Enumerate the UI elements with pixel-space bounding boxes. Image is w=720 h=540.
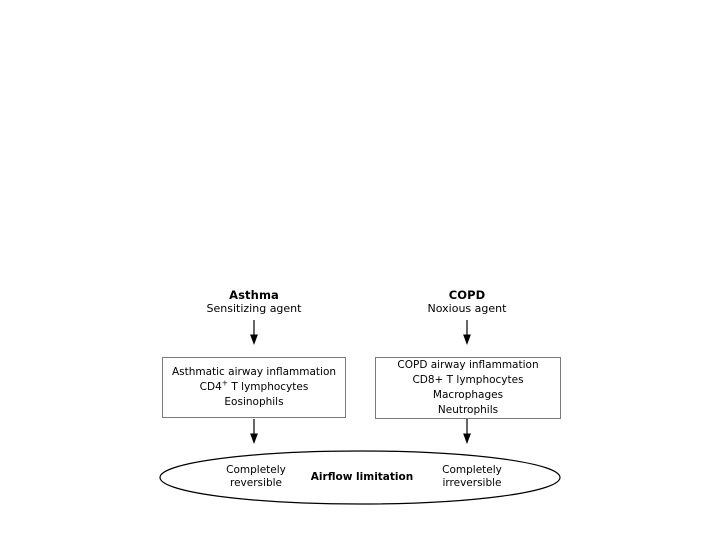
reversible-line-2: reversible — [230, 477, 282, 490]
copd-title: COPD — [448, 288, 486, 302]
box-copd-airway-inflammation: COPD airway inflammation CD8+ T lymphocy… — [375, 357, 561, 419]
asthma-title: Asthma — [229, 288, 279, 302]
box-asthmatic-airway-inflammation: Asthmatic airway inflammation CD4+ T lym… — [162, 357, 346, 418]
label-completely-irreversible: Completely irreversible — [412, 464, 532, 491]
irreversible-line-2: irreversible — [442, 477, 502, 490]
asthma-box-line-1: Asthmatic airway inflammation — [171, 366, 337, 379]
copd-subtitle: Noxious agent — [427, 302, 507, 316]
column-header-copd: COPD Noxious agent — [367, 288, 567, 316]
arrow-asthma-inflammation-to-airflow-limitation — [247, 419, 261, 445]
asthma-box-line-2-post: T lymphocytes — [228, 381, 309, 394]
arrow-copd-inflammation-to-airflow-limitation — [460, 419, 474, 445]
arrow-asthma-agent-to-inflammation — [247, 320, 261, 346]
asthma-box-line-2: CD4+ T lymphocytes — [199, 378, 309, 395]
asthma-box-line-3: Eosinophils — [224, 395, 284, 408]
reversible-line-1: Completely — [226, 464, 286, 476]
copd-box-line-1: COPD airway inflammation — [397, 359, 539, 372]
arrow-copd-agent-to-inflammation — [460, 320, 474, 346]
ellipse-airflow-limitation — [159, 450, 561, 505]
asthma-subtitle: Sensitizing agent — [206, 302, 302, 316]
copd-box-line-2: CD8+ T lymphocytes — [412, 374, 524, 387]
copd-box-line-3: Macrophages — [432, 389, 504, 401]
label-completely-reversible: Completely reversible — [196, 464, 316, 491]
asthma-box-line-2-pre: CD4 — [199, 381, 222, 394]
irreversible-line-1: Completely — [442, 464, 502, 476]
copd-box-line-4: Neutrophils — [437, 403, 499, 416]
asthma-box-line-2-superscript: + — [221, 378, 229, 388]
column-header-asthma: Asthma Sensitizing agent — [154, 288, 354, 316]
airflow-limitation-text: Airflow limitation — [310, 471, 414, 483]
label-airflow-limitation: Airflow limitation — [302, 471, 422, 484]
